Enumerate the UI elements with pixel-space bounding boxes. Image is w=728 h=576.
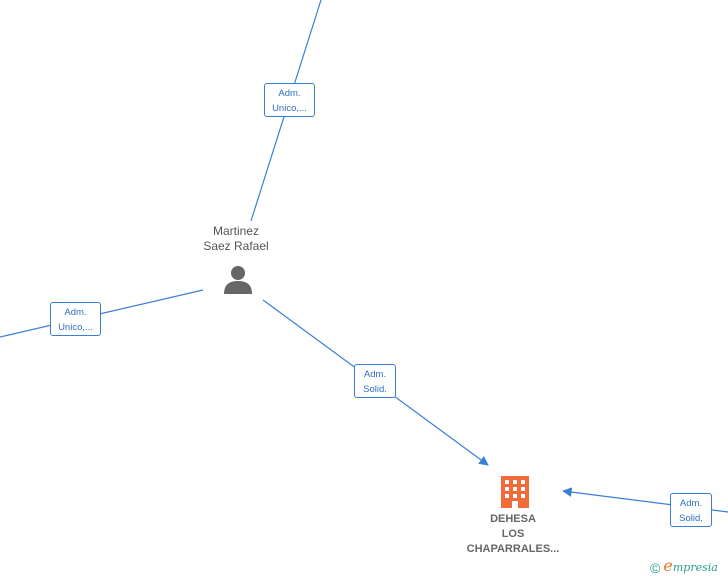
person-name-line1: Martinez [212, 224, 259, 238]
role-label-line1: Adm. [363, 369, 387, 380]
role-label-left[interactable]: Adm. Unico,... [50, 302, 101, 336]
logo-text: mpresia [672, 561, 718, 574]
building-icon[interactable] [499, 474, 531, 508]
role-label-right[interactable]: Adm. Solid. [670, 493, 712, 527]
person-icon[interactable] [222, 264, 254, 294]
person-name-line2: Saez Rafael [203, 239, 269, 253]
logo-initial: e [663, 556, 673, 575]
company-node-name[interactable]: DEHESA LOS CHAPARRALES... [448, 512, 578, 557]
person-node-name[interactable]: Martinez Saez Rafael [186, 224, 286, 254]
role-label-line1: Adm. [278, 88, 301, 99]
company-name-line3: CHAPARRALES... [466, 543, 560, 555]
role-label-line1: Adm. [64, 307, 87, 318]
role-label-line2: Unico,... [58, 322, 93, 333]
role-label-line2: Solid. [363, 384, 387, 395]
company-name-line2: LOS [501, 528, 525, 540]
edge-line-left [0, 289, 204, 338]
role-label-line1: Adm. [679, 498, 703, 509]
role-label-center[interactable]: Adm. Solid. [354, 364, 396, 398]
company-name-line1: DEHESA [490, 513, 536, 525]
role-label-line2: Unico,... [272, 103, 307, 114]
role-label-line2: Solid. [679, 513, 703, 524]
empresia-logo: © empresia [650, 556, 718, 576]
role-label-top[interactable]: Adm. Unico,... [264, 83, 315, 117]
copyright-symbol: © [650, 560, 661, 576]
